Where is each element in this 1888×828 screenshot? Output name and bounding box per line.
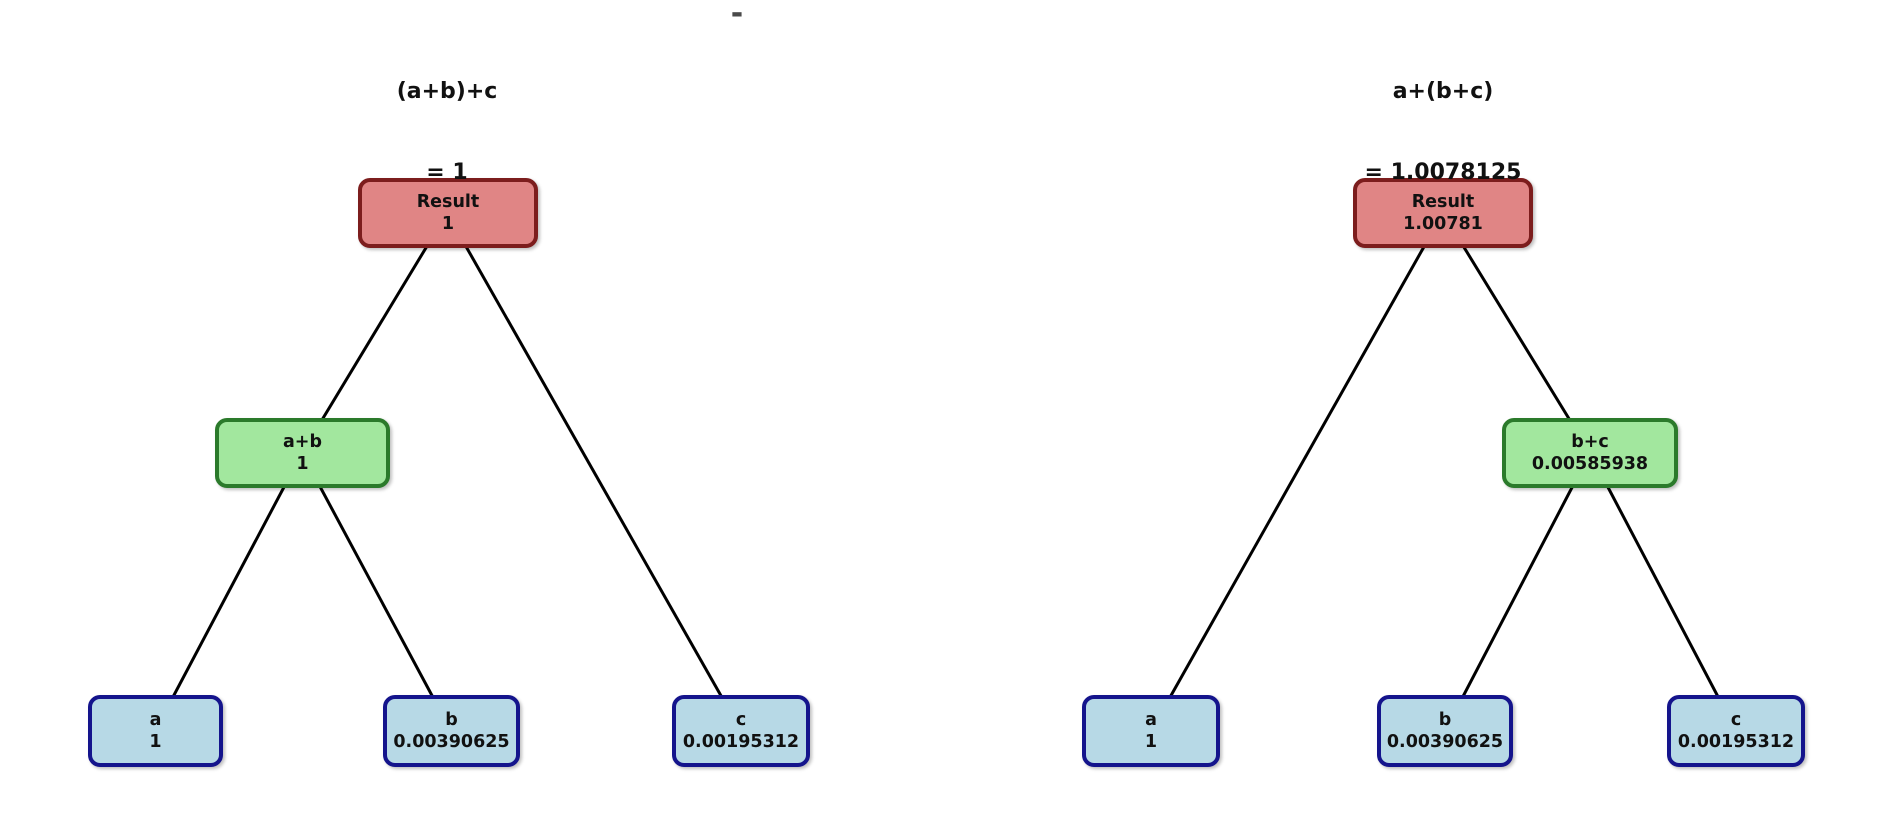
left-leaf-b-label: b xyxy=(445,710,458,730)
right-leaf-b-label: b xyxy=(1438,710,1452,730)
left-leaf-c-value: 0.00195312 xyxy=(682,732,800,752)
right-op-label: b+c xyxy=(1571,432,1609,452)
right-tree-expression: a+(b+c) xyxy=(1392,79,1494,104)
right-leaf-a-label: a xyxy=(1145,710,1157,730)
right-leaf-c-label: c xyxy=(1730,710,1742,730)
right-op-value: 0.00585938 xyxy=(1531,454,1649,474)
left-op-label: a+b xyxy=(283,432,322,452)
right-op-node: b+c 0.00585938 xyxy=(1502,418,1678,488)
edge-right-result-op xyxy=(1441,212,1592,454)
left-tree-title: (a+b)+c = 1 xyxy=(247,24,647,240)
edge-left-result-c xyxy=(445,212,743,732)
edge-left-op-a xyxy=(153,452,304,732)
left-leaf-a-node: a 1 xyxy=(88,695,223,767)
right-result-value: 1.00781 xyxy=(1403,214,1483,234)
right-leaf-b-value: 0.00390625 xyxy=(1386,732,1504,752)
edge-right-op-b xyxy=(1443,452,1592,732)
right-leaf-b-node: b 0.00390625 xyxy=(1377,695,1513,767)
edge-left-op-b xyxy=(300,452,453,732)
edge-right-op-c xyxy=(1588,452,1738,732)
left-leaf-b-node: b 0.00390625 xyxy=(383,695,520,767)
right-result-node: Result 1.00781 xyxy=(1353,178,1533,248)
right-leaf-a-node: a 1 xyxy=(1082,695,1220,767)
right-leaf-a-value: 1 xyxy=(1144,732,1158,752)
right-tree-result-value: = 1.0078125 xyxy=(1364,160,1522,185)
edge-left-result-op xyxy=(300,212,449,454)
top-dash-mark: - xyxy=(730,0,744,31)
left-leaf-c-node: c 0.00195312 xyxy=(672,695,810,767)
left-leaf-a-label: a xyxy=(149,710,162,730)
left-result-node: Result 1 xyxy=(358,178,538,248)
right-result-label: Result xyxy=(1411,192,1475,212)
left-result-value: 1 xyxy=(441,214,455,234)
right-leaf-c-value: 0.00195312 xyxy=(1677,732,1795,752)
right-leaf-c-node: c 0.00195312 xyxy=(1667,695,1805,767)
left-result-label: Result xyxy=(416,192,480,212)
left-op-node: a+b 1 xyxy=(215,418,390,488)
edge-right-result-a xyxy=(1149,212,1445,732)
right-tree-title: a+(b+c) = 1.0078125 xyxy=(1243,24,1643,240)
left-tree-result-value: = 1 xyxy=(426,160,468,185)
left-leaf-a-value: 1 xyxy=(149,732,162,752)
left-tree-expression: (a+b)+c xyxy=(396,79,498,104)
left-leaf-b-value: 0.00390625 xyxy=(393,732,510,752)
left-leaf-c-label: c xyxy=(735,710,747,730)
left-op-value: 1 xyxy=(296,454,309,474)
